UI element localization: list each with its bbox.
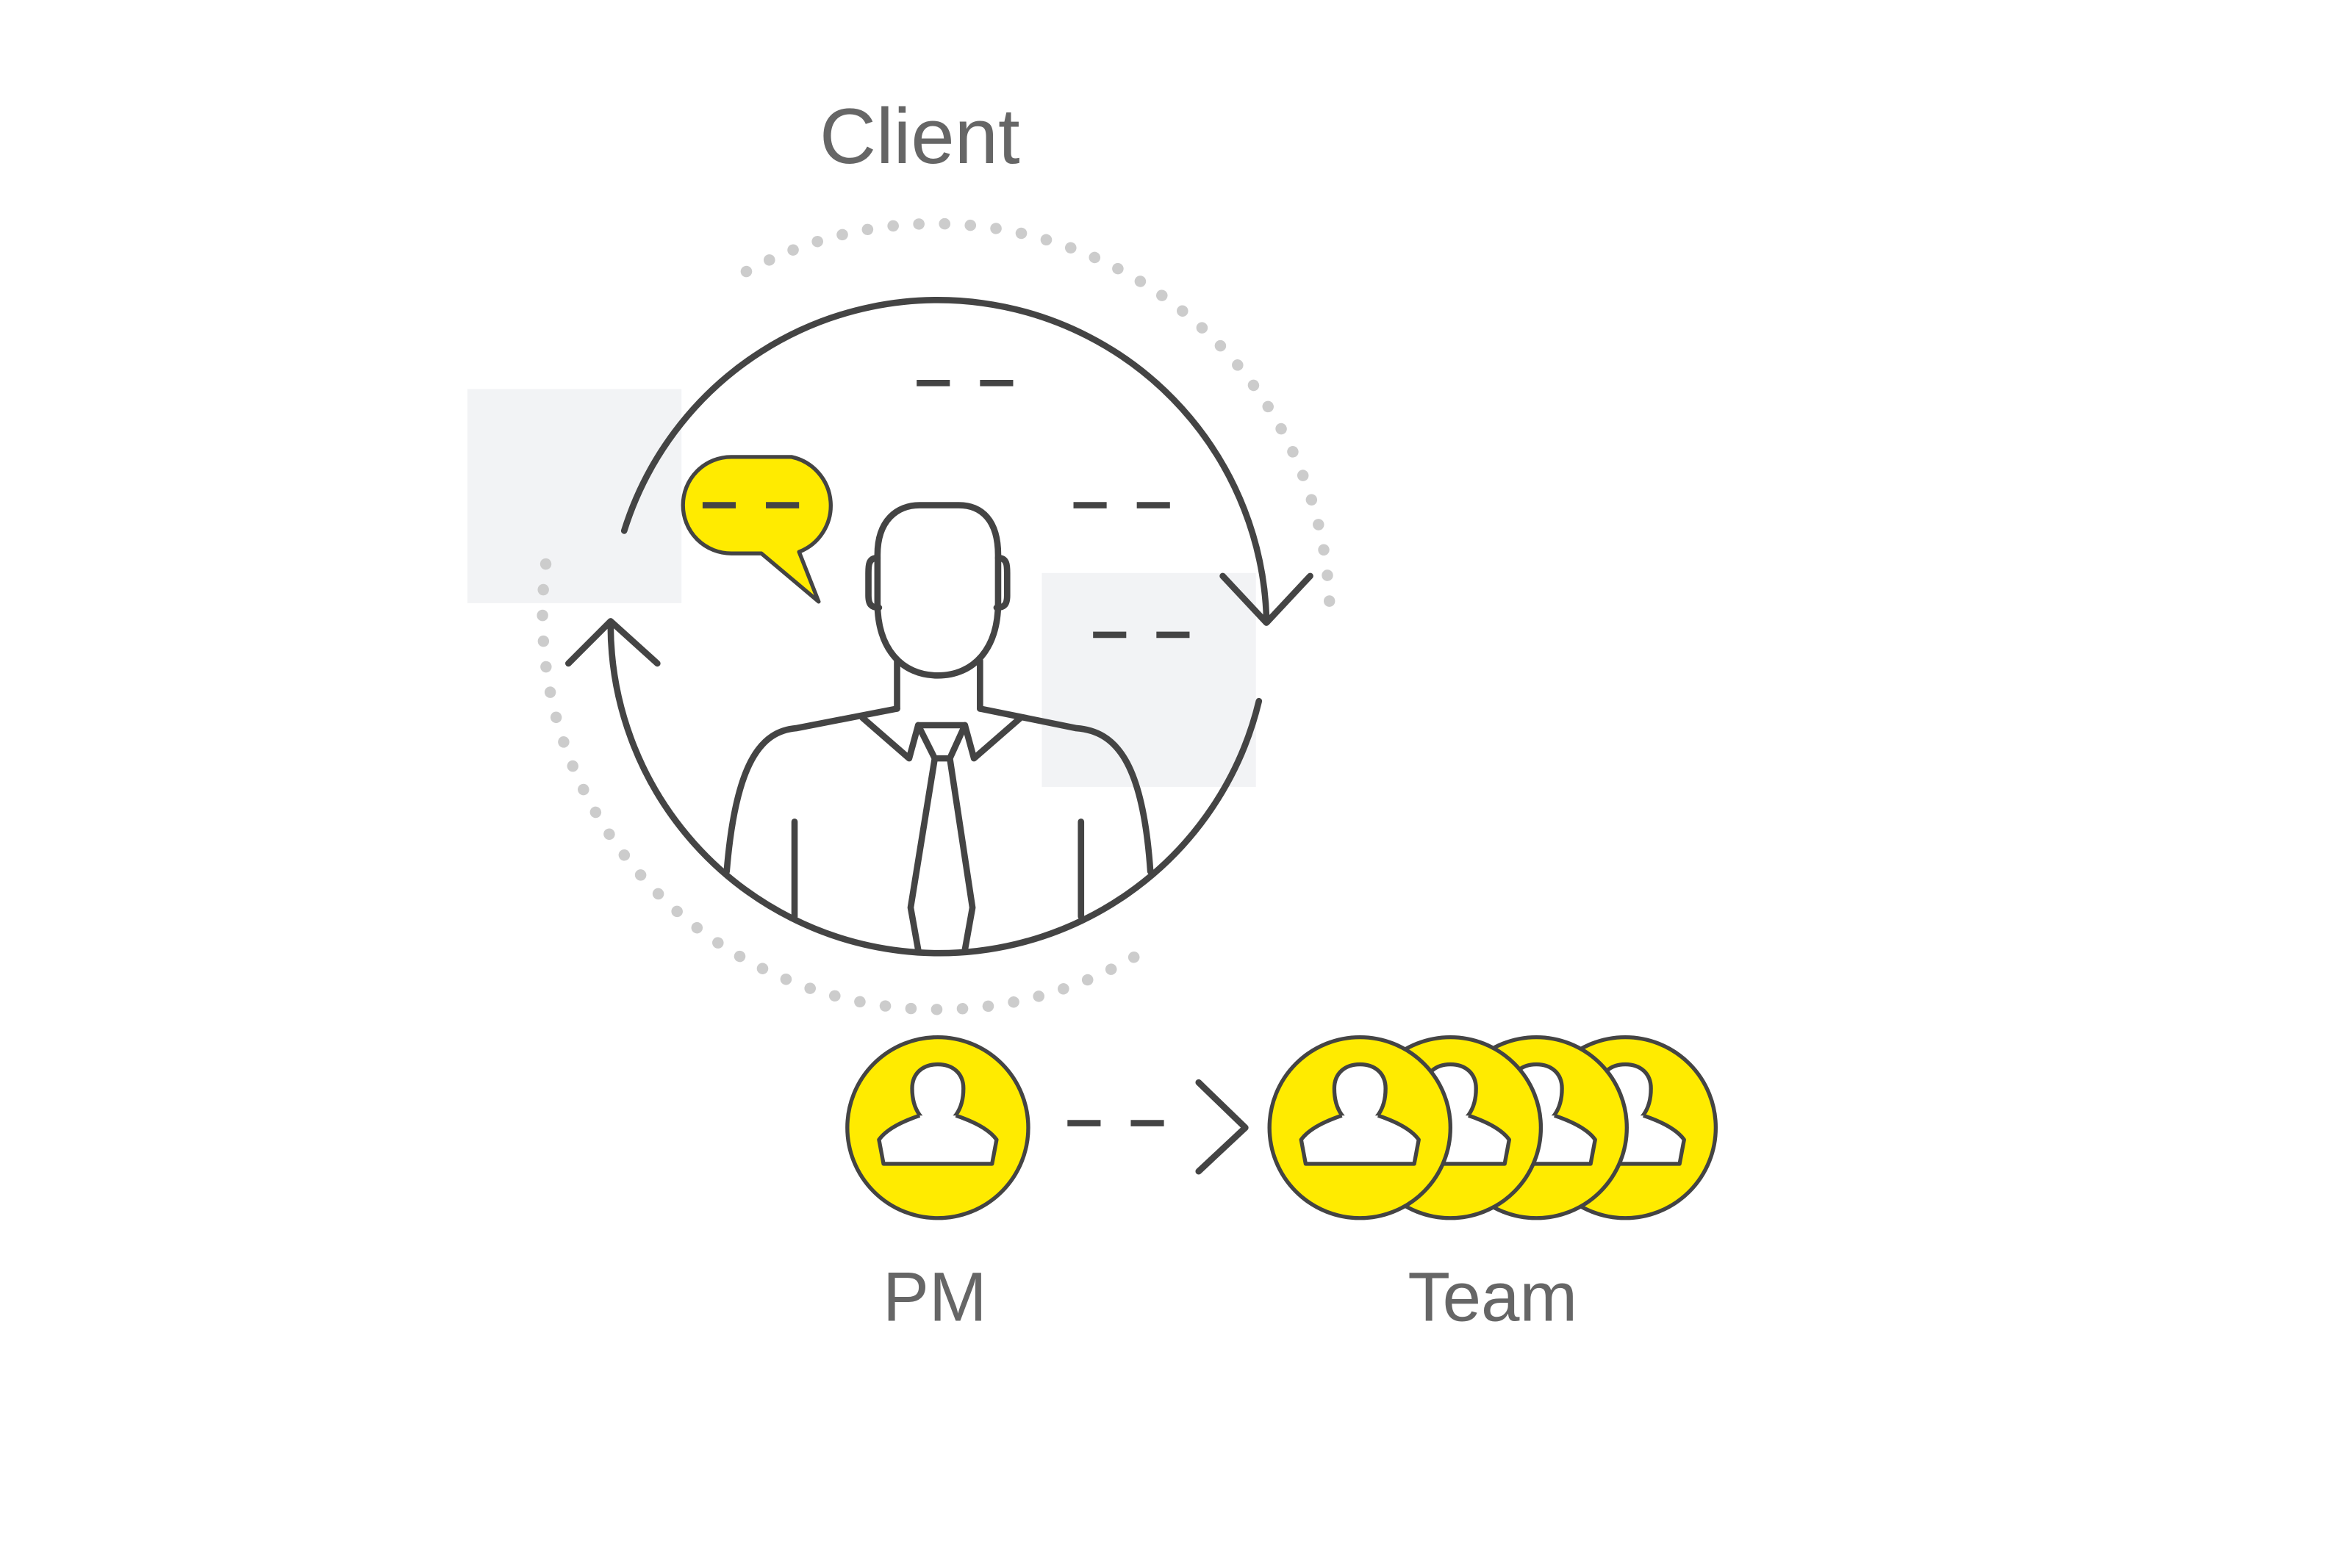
team-label: Team bbox=[1408, 1258, 1577, 1335]
pm-label: PM bbox=[883, 1258, 987, 1335]
dotted-cycle-ring bbox=[537, 217, 1335, 1015]
document-panel-right bbox=[1041, 572, 1256, 788]
arrowhead-up-icon bbox=[565, 618, 661, 667]
client-label: Client bbox=[820, 92, 1020, 180]
speech-bubble-icon bbox=[681, 455, 833, 604]
text-placeholder-lines bbox=[917, 380, 1208, 639]
document-panel-left bbox=[467, 389, 682, 603]
user-avatar-icon bbox=[877, 1062, 999, 1166]
user-avatar-icon bbox=[1299, 1062, 1421, 1166]
delegation-arrow bbox=[1067, 1079, 1249, 1175]
pm-avatar bbox=[845, 1035, 1030, 1220]
businessman-icon bbox=[723, 502, 1154, 953]
arrowhead-down-icon bbox=[1219, 572, 1313, 626]
team-avatar-group bbox=[1267, 1035, 1718, 1220]
client-cycle-circle bbox=[607, 297, 1270, 957]
team-avatar bbox=[1267, 1035, 1452, 1220]
chevron-right-icon bbox=[1195, 1079, 1249, 1175]
